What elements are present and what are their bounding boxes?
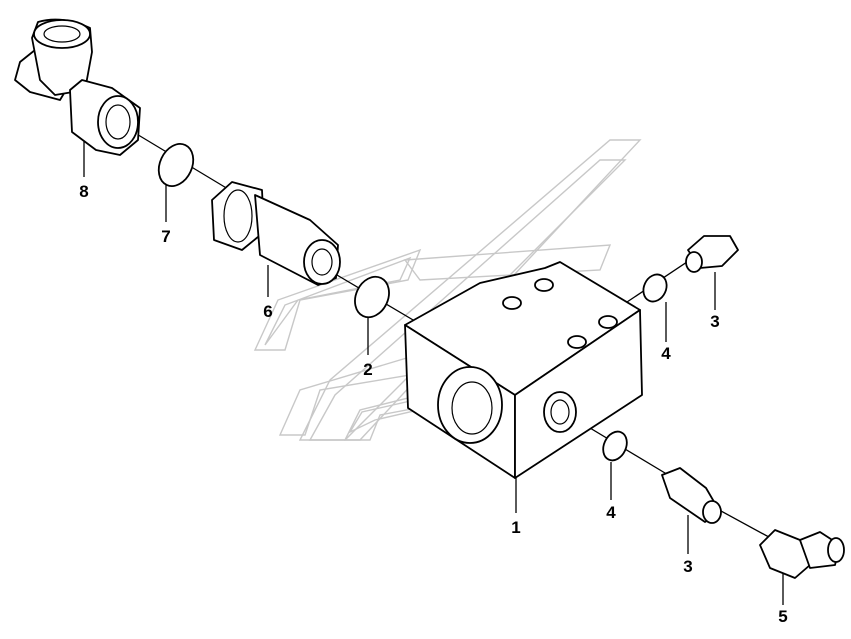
part-3-connector-lower xyxy=(661,467,722,524)
part-6-adapter xyxy=(211,181,341,286)
callout-5: 5 xyxy=(778,607,787,626)
leader-lines xyxy=(83,140,784,605)
callout-3-lower: 3 xyxy=(683,557,692,576)
part-5-elbow-fitting xyxy=(759,529,845,579)
callout-4-lower: 4 xyxy=(606,503,616,522)
callout-6: 6 xyxy=(263,302,272,321)
callout-2: 2 xyxy=(363,360,372,379)
callout-7: 7 xyxy=(161,227,170,246)
callout-3-upper: 3 xyxy=(710,312,719,331)
part-2-o-ring xyxy=(354,275,390,319)
part-4-o-ring-lower xyxy=(602,430,628,462)
part-4-o-ring-upper xyxy=(642,273,668,303)
callout-4-upper: 4 xyxy=(661,344,671,363)
part-8-tee-fitting xyxy=(14,18,141,156)
part-3-connector-upper xyxy=(685,235,739,273)
callout-1: 1 xyxy=(511,518,520,537)
part-1-valve-block xyxy=(404,261,643,479)
callout-8: 8 xyxy=(79,182,88,201)
part-7-o-ring xyxy=(157,143,195,187)
